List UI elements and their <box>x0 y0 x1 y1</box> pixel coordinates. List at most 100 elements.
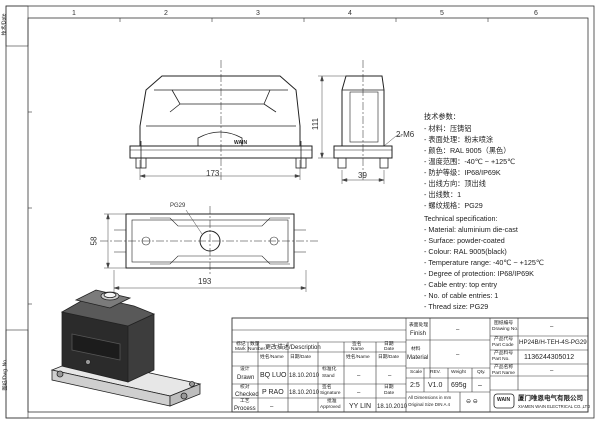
drawn-date: 18.10.2010 <box>289 373 320 379</box>
spec-en-line: - Colour: RAL 9005(black) <box>424 247 507 256</box>
drawing-no-value: – <box>550 324 554 330</box>
finish-value: – <box>456 327 460 333</box>
scale-value: 2:5 <box>410 382 420 389</box>
spec-cn-line: - 温度范围：-40℃ ~ +125℃ <box>424 157 516 166</box>
spec-cn-line: - 防护等级：IP68/IP69K <box>424 168 501 177</box>
dim-58-lines <box>104 213 126 269</box>
company-name-en: XIAMEN WAIN ELECTRICAL CO.,LTD <box>518 404 591 409</box>
date-header-1: 日期/Date <box>290 355 312 360</box>
side-view <box>333 60 393 180</box>
spec-en-line: - Material: aluminium die-cast <box>424 225 518 234</box>
pg29-callout-label: PG29 <box>170 203 186 209</box>
rev-name-cn: 签名 <box>352 342 362 347</box>
spec-cn-line: - 螺纹规格：PG29 <box>424 201 483 210</box>
std-label-en: Stand <box>322 374 335 379</box>
sidebar-drawing-no-label: 图纸/Dwg. No. <box>2 358 9 391</box>
wain-brand-mark: WAIN <box>234 140 247 146</box>
grid-col-1: 1 <box>72 10 76 17</box>
logo-text: WAIN <box>497 397 511 403</box>
process-label-en: Process <box>234 406 256 412</box>
qty-value: – <box>478 382 482 389</box>
rev-date-cn: 日期 <box>384 342 394 347</box>
grid-col-3: 3 <box>256 10 260 17</box>
qty-label: Qty. <box>477 370 486 375</box>
spec-cn-line: - 颜色：RAL 9005（黑色） <box>424 146 511 155</box>
dim-111-label: 111 <box>311 117 321 131</box>
spec-en-line: - Temperature range: -40℃ ~ +125℃ <box>424 258 544 267</box>
spec-cn-line: - 表面处理：粉末喷涂 <box>424 135 494 144</box>
rev-label: REV. <box>430 370 441 375</box>
grid-col-6: 6 <box>534 10 538 17</box>
note-line-2: Original Size DIN A 4 <box>408 402 451 407</box>
rev-value: V1.0 <box>428 382 443 389</box>
std-date-dash: – <box>388 373 392 379</box>
spec-en-line: - Cable entry: top entry <box>424 280 498 289</box>
drawing-no-label-en: Drawing No. <box>492 327 519 332</box>
spec-en-title: Technical specification: <box>424 214 498 223</box>
spec-en-line: - No. of cable entries: 1 <box>424 291 499 300</box>
material-value: – <box>456 352 460 358</box>
checked-label-en: Checked <box>235 392 259 398</box>
company-name-cn: 厦门唯恩电气有限公司 <box>518 395 583 402</box>
name-header-2: 姓名/Name <box>346 355 370 360</box>
drawn-name: BQ LUO <box>260 372 287 379</box>
weight-label: Weight <box>451 370 466 375</box>
m6-callout-label: 2-M6 <box>396 130 415 139</box>
spec-cn-title: 技术参数： <box>424 112 460 121</box>
part-name-value: – <box>550 368 554 374</box>
top-view <box>100 206 320 276</box>
dim-173-lines <box>139 160 301 180</box>
part-no-label-en: Part No. <box>492 357 510 362</box>
grid-col-4: 4 <box>348 10 352 17</box>
drawn-label-en: Drawn <box>237 375 255 381</box>
grid-col-5: 5 <box>440 10 444 17</box>
material-label-en: Material <box>407 355 429 361</box>
process-label-cn: 工艺 <box>240 399 250 404</box>
part-code-value: HP24B/H-TEH-4S-PG29 <box>519 339 587 346</box>
dim-173-label: 173 <box>206 169 220 178</box>
part-code-label-cn: 产品代号 <box>494 337 514 342</box>
outer-frame <box>5 5 595 419</box>
dim-193-label: 193 <box>198 277 212 286</box>
dim-39-label: 39 <box>358 171 367 180</box>
part-name-label-cn: 产品名称 <box>494 365 514 370</box>
approved-date: 18.10.2010 <box>377 404 408 410</box>
scale-label: Scale <box>410 370 422 375</box>
std-name-dash: – <box>357 373 361 379</box>
rev-description-header: 更改描述/Description <box>265 345 321 351</box>
spec-cn-line: - 出线数：1 <box>424 190 462 199</box>
sidebar-date-label: 技术/Date <box>1 13 8 36</box>
rev-date-en: Date <box>384 347 395 352</box>
part-name-label-en: Part Name <box>492 371 515 376</box>
spec-cn-line: - 出线方向：顶出线 <box>424 179 486 188</box>
drawn-label-cn: 设计 <box>240 367 250 372</box>
part-no-label-cn: 产品料号 <box>494 351 514 356</box>
part-code-label-en: Part Code <box>492 343 514 348</box>
grid-col-2: 2 <box>164 10 168 17</box>
material-label-cn: 材料 <box>411 347 421 352</box>
checked-label-cn: 校对 <box>240 385 250 390</box>
sidebar-boxes <box>5 5 29 419</box>
spec-en-line: - Thread size: PG29 <box>424 302 489 311</box>
title-block-grid <box>231 317 589 413</box>
grid-ticks <box>28 18 489 305</box>
spec-en-line: - Degree of protection: IP68/IP69K <box>424 269 534 278</box>
rev-name-en: Name <box>351 347 364 352</box>
dim-58-label: 58 <box>89 236 99 246</box>
finish-label-cn: 表面处理 <box>409 323 429 328</box>
dim-39-lines <box>341 170 385 184</box>
rev-num-en: Number <box>248 347 266 352</box>
name-header-1: 姓名/Name <box>260 355 284 360</box>
date-header-2: 日期/Date <box>378 355 400 360</box>
part-no-value: 1136244305012 <box>524 354 575 361</box>
approved-name: YY LIN <box>349 403 372 410</box>
std-label-cn: 标准化 <box>322 367 337 372</box>
rev-num-cn: 数量 <box>250 342 260 347</box>
front-view <box>129 60 313 180</box>
finish-label-en: Finish <box>410 331 427 337</box>
approved-label-en: Approved <box>320 405 341 410</box>
rev-mark-en: Mark <box>235 347 246 352</box>
dim-193-lines <box>113 270 307 292</box>
date2-label-en: Date <box>384 391 395 396</box>
